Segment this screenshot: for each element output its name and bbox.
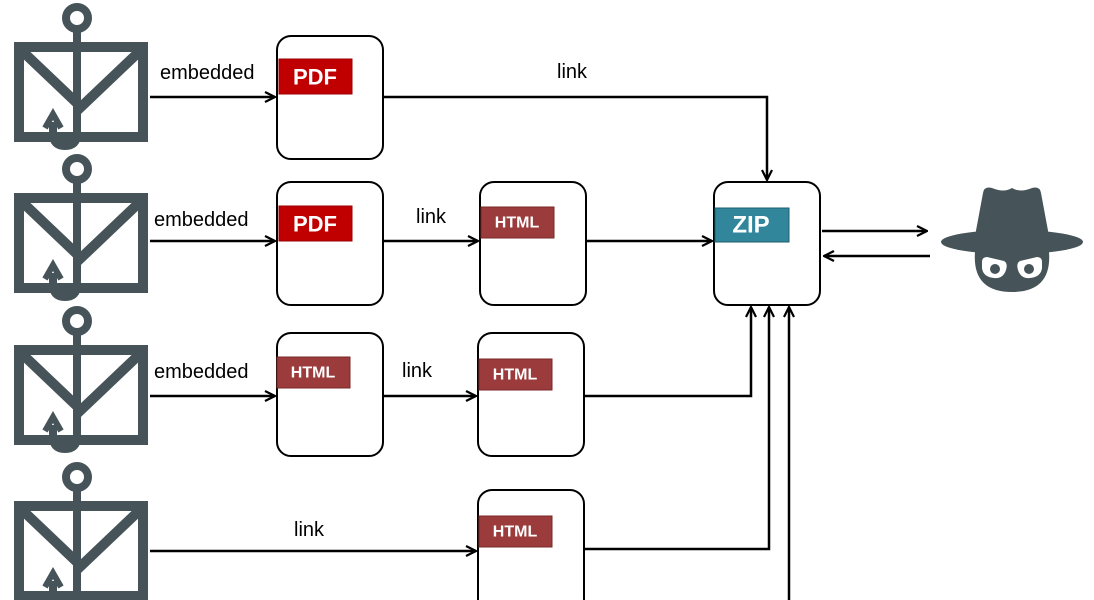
embedded-label: embedded (154, 361, 249, 383)
html-badge: HTML (478, 515, 553, 548)
link-label: link (294, 519, 325, 541)
pdf-badge-label: PDF (293, 212, 337, 237)
html-badge-label: HTML (493, 524, 538, 541)
html-document-box (276, 332, 384, 457)
html-document-box (479, 181, 587, 306)
hacker-icon (941, 187, 1083, 292)
zip-archive-box (713, 181, 821, 306)
link-arrow (584, 307, 751, 398)
link-label: link (557, 61, 588, 83)
pdf-badge: PDF (278, 58, 353, 95)
phishing-email-icon (19, 310, 143, 449)
link-label: link (416, 206, 447, 228)
embedded-label: embedded (154, 209, 249, 231)
html-badge-label: HTML (495, 215, 540, 232)
zip-badge-label: ZIP (732, 212, 769, 239)
phishing-email-icon (19, 158, 143, 297)
pdf-document-box (276, 35, 384, 160)
embedded-label: embedded (160, 62, 255, 84)
link-label: link (402, 360, 433, 382)
zip-badge: ZIP (714, 207, 790, 243)
html-badge-label: HTML (493, 367, 538, 384)
pdf-badge: PDF (278, 205, 353, 242)
html-badge-label: HTML (291, 365, 336, 382)
link-arrow (584, 307, 769, 551)
html-document-box (477, 332, 585, 457)
link-arrow (383, 95, 767, 180)
pdf-document-box (276, 181, 384, 306)
phishing-email-icon (19, 7, 143, 146)
pdf-badge-label: PDF (293, 65, 337, 90)
html-badge: HTML (276, 356, 351, 389)
phishing-email-icon (19, 466, 143, 600)
html-badge: HTML (478, 358, 553, 391)
connectors (150, 97, 930, 600)
html-badge: HTML (480, 206, 555, 239)
